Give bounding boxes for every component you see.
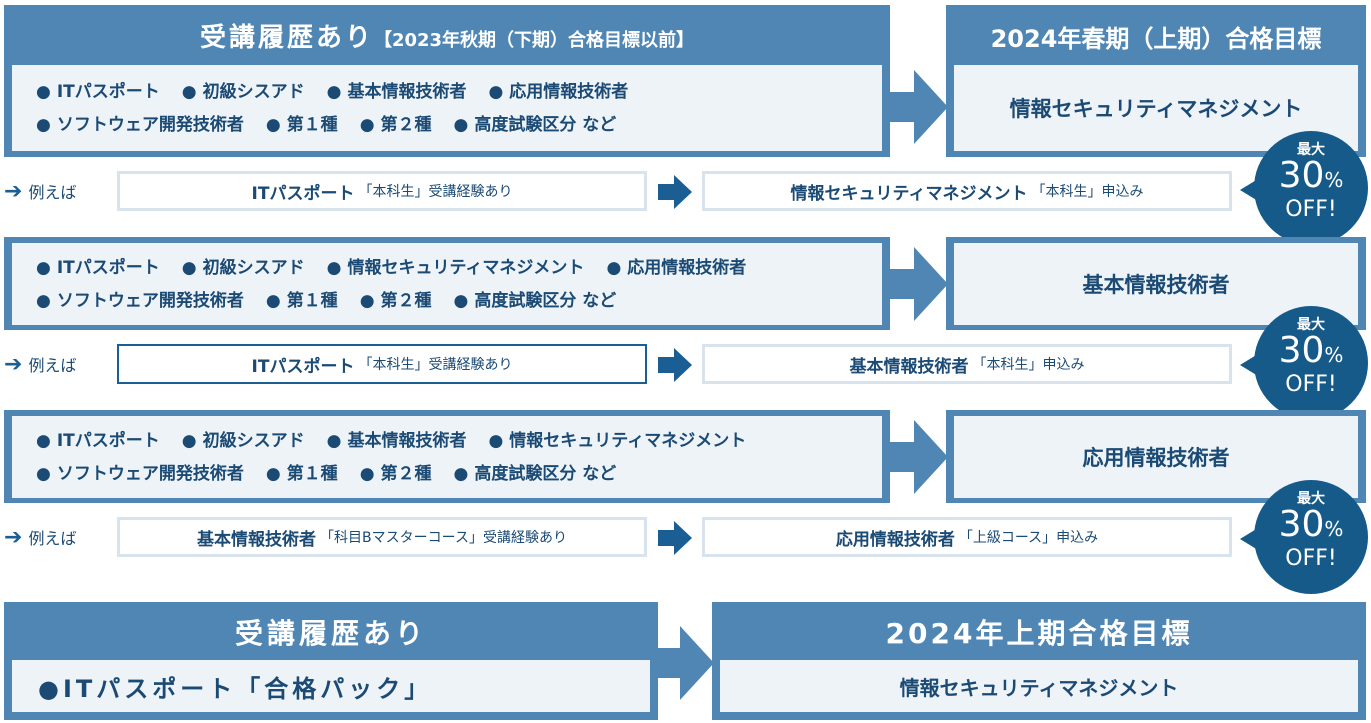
list-item: 第２種 [360, 291, 432, 311]
example-label-text: 例えば [28, 183, 77, 202]
history-panel-header: 受講履歴あり【2023年秋期（下期）合格目標以前】 ITパスポート 初級シスアド 基… [4, 5, 890, 157]
eligible-line: ソフトウェア開発技術者 第１種 第２種 高度試験区分 など [36, 458, 882, 491]
list-item: 第１種 [266, 464, 338, 484]
list-item: 初級シスアド [182, 82, 305, 102]
list-item: ITパスポート [36, 258, 160, 278]
example-to-detail: 「本科生」申込み [972, 357, 1085, 373]
badge-percent: 30% [1278, 330, 1344, 371]
badge-percent: 30% [1278, 155, 1344, 196]
list-item: 情報セキュリティマネジメント [488, 431, 746, 451]
eligible-line: ITパスポート 初級シスアド 情報セキュリティマネジメント 応用情報技術者 [36, 252, 882, 285]
eligible-line: ソフトウェア開発技術者 第１種 第２種 高度試験区分 など [36, 109, 882, 142]
example-from-course: ITパスポート [251, 356, 355, 377]
example-from-3: 基本情報技術者「科目Bマスターコース」受講経験あり [117, 517, 647, 557]
target-title: 2024年春期（上期）合格目標 [990, 25, 1322, 53]
history-panel-2: ITパスポート 初級シスアド 情報セキュリティマネジメント 応用情報技術者 ソフトウェ… [4, 237, 890, 330]
badge-max: 最大 [1297, 317, 1325, 333]
example-label-1: ➔ 例えば [4, 176, 76, 206]
discount-badge-3: 最大 30% OFF! [1240, 480, 1368, 594]
example-to-1: 情報セキュリティマネジメント「本科生」申込み [702, 171, 1232, 211]
example-arrow-icon [658, 348, 692, 382]
eligible-line: ITパスポート 初級シスアド 基本情報技術者 応用情報技術者 [36, 76, 882, 109]
history-panel-3: ITパスポート 初級シスアド 基本情報技術者 情報セキュリティマネジメント ソフトウェ… [4, 410, 890, 503]
example-label-2: ➔ 例えば [4, 349, 76, 379]
example-label-3: ➔ 例えば [4, 522, 76, 552]
big-arrow-icon [656, 626, 714, 700]
bottom-target-title: 2024年上期合格目標 [885, 617, 1193, 650]
list-item: 高度試験区分 など [454, 464, 617, 484]
badge-max: 最大 [1297, 142, 1325, 158]
history-title: 受講履歴あり [199, 23, 374, 53]
target-panel-header: 2024年春期（上期）合格目標 情報セキュリティマネジメント [946, 5, 1366, 157]
example-to-3: 応用情報技術者「上級コース」申込み [702, 517, 1232, 557]
list-item: 基本情報技術者 [327, 431, 467, 451]
bottom-history-panel: 受講履歴あり ●ITパスポート「合格パック」 [4, 602, 658, 720]
badge-off: OFF! [1285, 372, 1337, 397]
example-from-detail: 「本科生」受講経験あり [358, 357, 513, 373]
list-item: 第１種 [266, 291, 338, 311]
example-arrow-icon [658, 521, 692, 555]
example-to-detail: 「本科生」申込み [1031, 184, 1144, 200]
list-item: 応用情報技術者 [606, 258, 746, 278]
arrow-right-icon: ➔ [4, 351, 23, 377]
example-to-course: 応用情報技術者 [835, 529, 955, 550]
big-arrow-icon [888, 70, 948, 144]
list-item: 高度試験区分 など [454, 291, 617, 311]
bottom-history-title: 受講履歴あり [234, 617, 427, 650]
eligible-line: ITパスポート 初級シスアド 基本情報技術者 情報セキュリティマネジメント [36, 425, 882, 458]
example-from-course: ITパスポート [251, 183, 355, 204]
list-item: 情報セキュリティマネジメント [327, 258, 585, 278]
history-subtitle: 【2023年秋期（下期）合格目標以前】 [373, 30, 695, 51]
list-item: ソフトウェア開発技術者 [36, 291, 244, 311]
list-item: ITパスポート [36, 431, 160, 451]
badge-percent: 30% [1278, 504, 1344, 545]
list-item: 第２種 [360, 464, 432, 484]
example-from-2: ITパスポート「本科生」受講経験あり [117, 344, 647, 384]
example-arrow-icon [658, 175, 692, 209]
list-item: 応用情報技術者 [488, 82, 628, 102]
eligible-list-1: ITパスポート 初級シスアド 基本情報技術者 応用情報技術者 ソフトウェア開発技術者 第… [12, 65, 882, 151]
bottom-target-course: 情報セキュリティマネジメント [720, 660, 1358, 712]
example-label-text: 例えば [28, 529, 77, 548]
discount-badge-2: 最大 30% OFF! [1240, 306, 1368, 420]
list-item: 高度試験区分 など [454, 115, 617, 135]
big-arrow-icon [888, 420, 948, 494]
example-from-1: ITパスポート「本科生」受講経験あり [117, 171, 647, 211]
example-from-course: 基本情報技術者 [197, 529, 317, 550]
example-from-detail: 「本科生」受講経験あり [358, 184, 513, 200]
list-item: 第２種 [360, 115, 432, 135]
list-item: 第１種 [266, 115, 338, 135]
list-item: ITパスポート [36, 82, 160, 102]
eligible-line: ソフトウェア開発技術者 第１種 第２種 高度試験区分 など [36, 285, 882, 318]
arrow-right-icon: ➔ [4, 178, 23, 204]
list-item: 基本情報技術者 [327, 82, 467, 102]
example-to-detail: 「上級コース」申込み [958, 530, 1099, 546]
example-from-detail: 「科目Bマスターコース」受講経験あり [320, 530, 567, 546]
eligible-list-2: ITパスポート 初級シスアド 情報セキュリティマネジメント 応用情報技術者 ソフトウェ… [12, 243, 882, 325]
bottom-history-box: ●ITパスポート「合格パック」 [12, 660, 650, 712]
big-arrow-icon [888, 247, 948, 321]
example-to-2: 基本情報技術者「本科生」申込み [702, 344, 1232, 384]
example-to-course: 基本情報技術者 [849, 356, 969, 377]
badge-off: OFF! [1285, 197, 1337, 222]
history-panel-title-wrap: 受講履歴あり【2023年秋期（下期）合格目標以前】 [4, 17, 890, 54]
eligible-list-3: ITパスポート 初級シスアド 基本情報技術者 情報セキュリティマネジメント ソフトウェ… [12, 416, 882, 498]
arrow-right-icon: ➔ [4, 524, 23, 550]
list-item: 初級シスアド [182, 258, 305, 278]
bottom-target-panel: 2024年上期合格目標 情報セキュリティマネジメント [712, 602, 1366, 720]
list-item: ソフトウェア開発技術者 [36, 115, 244, 135]
bottom-history-item: ●ITパスポート「合格パック」 [38, 674, 433, 703]
list-item: 初級シスアド [182, 431, 305, 451]
discount-badge-1: 最大 30% OFF! [1240, 131, 1368, 245]
list-item: ソフトウェア開発技術者 [36, 464, 244, 484]
example-label-text: 例えば [28, 356, 77, 375]
example-to-course: 情報セキュリティマネジメント [790, 183, 1028, 204]
badge-off: OFF! [1285, 546, 1337, 571]
badge-max: 最大 [1297, 491, 1325, 507]
